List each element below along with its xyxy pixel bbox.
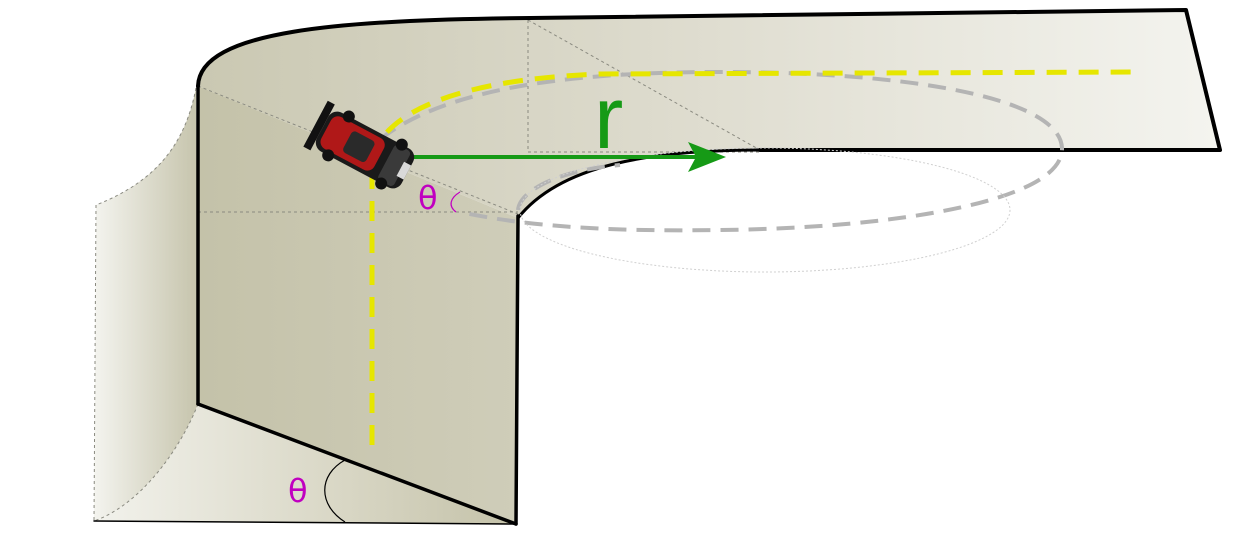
angle-label-bottom: θ xyxy=(288,472,308,510)
angle-label-top: θ xyxy=(418,179,438,217)
angle-arc-top xyxy=(450,191,461,213)
track-surface xyxy=(198,10,1220,218)
front-wall-face xyxy=(198,86,518,524)
angle-arc-bottom xyxy=(324,459,346,523)
race-car-icon xyxy=(303,100,415,190)
radius-label: r xyxy=(594,68,623,167)
base-slab xyxy=(94,404,516,524)
orbit-paths xyxy=(358,69,1065,273)
left-curved-wall xyxy=(94,88,198,521)
outlines xyxy=(93,8,1222,526)
